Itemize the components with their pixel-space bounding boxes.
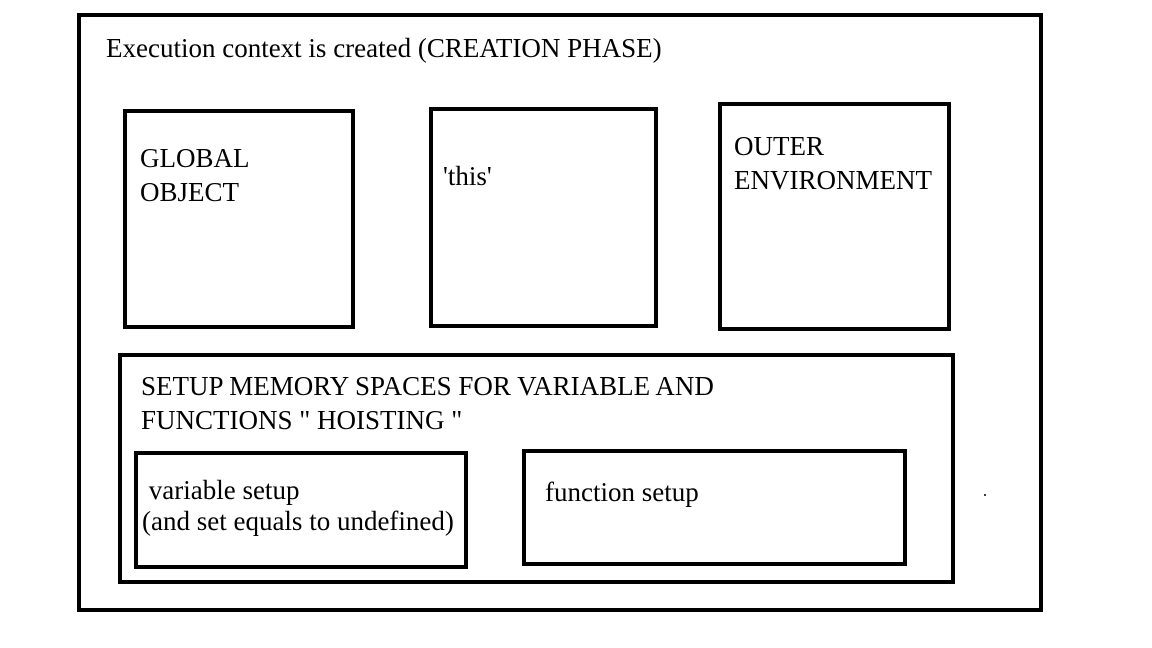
this-box	[429, 107, 658, 328]
outer-environment-label: OUTER ENVIRONMENT	[734, 131, 932, 195]
global-object-label: GLOBAL OBJECT	[140, 143, 250, 207]
memory-setup-box	[118, 353, 955, 584]
variable-setup-label: variable setup (and set equals to undefi…	[142, 475, 454, 536]
memory-setup-label: SETUP MEMORY SPACES FOR VARIABLE AND FUN…	[141, 371, 714, 435]
stray-dot	[984, 494, 986, 496]
global-object-box	[123, 109, 355, 329]
function-setup-label: function setup	[545, 477, 699, 507]
function-setup-box	[522, 449, 907, 566]
outer-environment-box	[718, 102, 951, 331]
execution-context-title: Execution context is created (CREATION P…	[106, 33, 662, 63]
execution-context-box	[77, 13, 1043, 612]
this-label: 'this'	[443, 161, 492, 191]
variable-setup-box	[134, 451, 468, 569]
